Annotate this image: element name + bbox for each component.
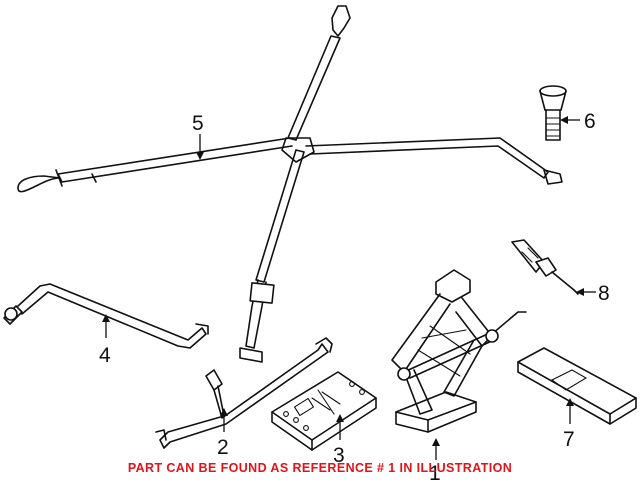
callout-4: 4 — [99, 344, 111, 367]
part-3-bracket — [271, 371, 377, 451]
part-4-lug-wrench — [3, 283, 209, 349]
part-1-scissor-jack — [391, 269, 527, 433]
part-7-tool-bag — [517, 347, 637, 425]
callout-1: 1 — [429, 462, 441, 483]
reference-caption: PART CAN BE FOUND AS REFERENCE # 1 IN IL… — [127, 461, 513, 475]
part-5-strap — [17, 5, 563, 363]
callout-7: 7 — [563, 428, 575, 451]
part-2-jack-handle — [155, 337, 333, 449]
callout-8: 8 — [598, 282, 610, 305]
callout-2: 2 — [217, 436, 229, 459]
callout-3: 3 — [333, 444, 345, 467]
leader-lines — [102, 116, 596, 460]
callout-6: 6 — [584, 110, 596, 133]
callout-5: 5 — [192, 112, 204, 135]
part-8-screwdriver — [511, 239, 579, 295]
part-6-bolt — [539, 85, 567, 141]
